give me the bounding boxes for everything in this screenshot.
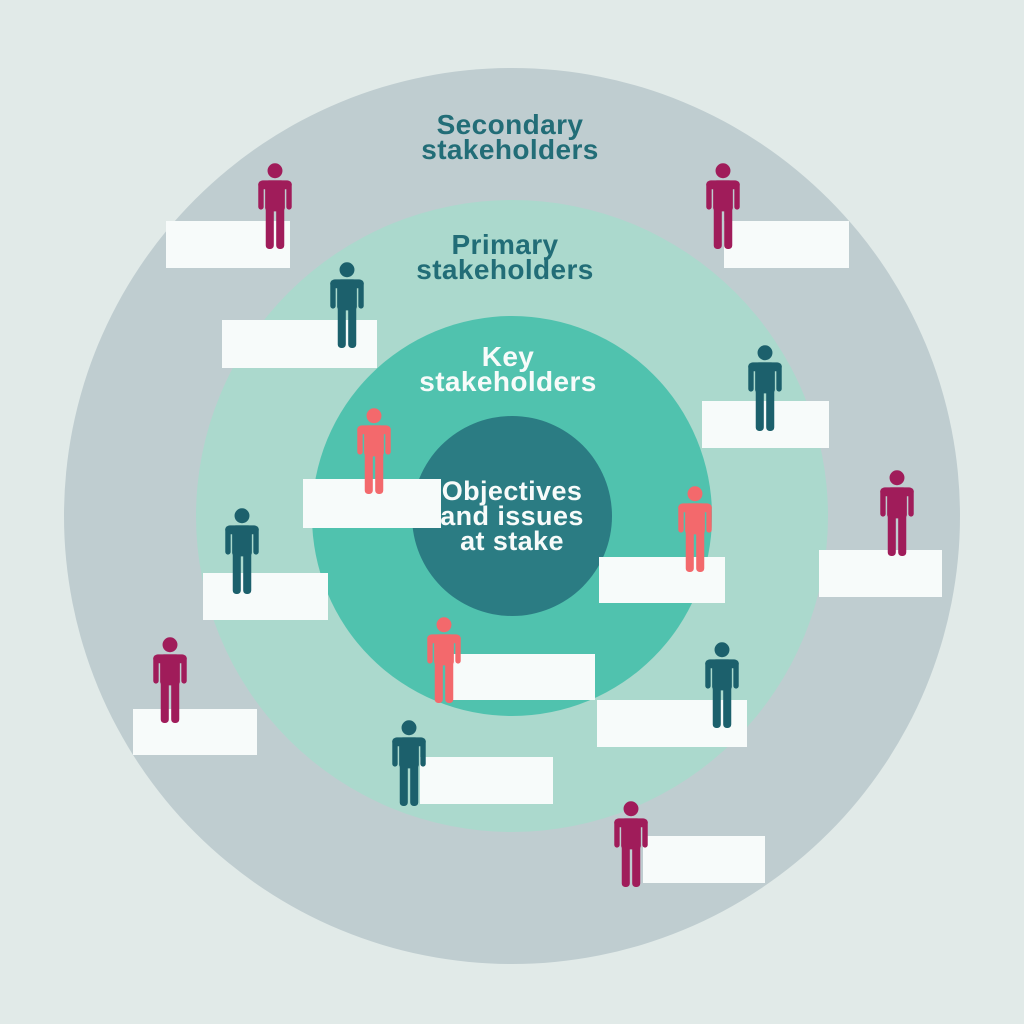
stakeholder-label-box <box>453 654 595 700</box>
person-icon-teal <box>748 345 782 431</box>
ring-label-objectives: Objectives and issues at stake <box>440 476 584 556</box>
stakeholder-label-box <box>133 709 257 755</box>
stakeholder-label-box <box>643 836 765 883</box>
person-icon-magenta <box>153 637 187 723</box>
stakeholder-label-box <box>203 573 328 620</box>
ring-label-primary: Primary stakeholders <box>416 229 594 285</box>
person-icon-magenta <box>614 801 648 887</box>
person-icon-teal <box>392 720 426 806</box>
person-icon-magenta <box>706 163 740 249</box>
stakeholder-label-box <box>702 401 829 448</box>
stakeholder-label-box <box>420 757 553 804</box>
person-icon-teal <box>705 642 739 728</box>
person-icon-teal <box>330 262 364 348</box>
person-icon-coral <box>427 617 461 703</box>
stakeholder-label-box <box>597 700 747 747</box>
circle-objectives <box>412 416 612 616</box>
person-icon-magenta <box>880 470 914 556</box>
person-icon-teal <box>225 508 259 594</box>
person-icon-coral <box>357 408 391 494</box>
ring-label-secondary: Secondary stakeholders <box>421 109 599 165</box>
ring-label-key: Key stakeholders <box>419 341 597 397</box>
stakeholder-label-box <box>819 550 942 597</box>
person-icon-coral <box>678 486 712 572</box>
stakeholder-label-box <box>724 221 849 268</box>
person-icon-magenta <box>258 163 292 249</box>
